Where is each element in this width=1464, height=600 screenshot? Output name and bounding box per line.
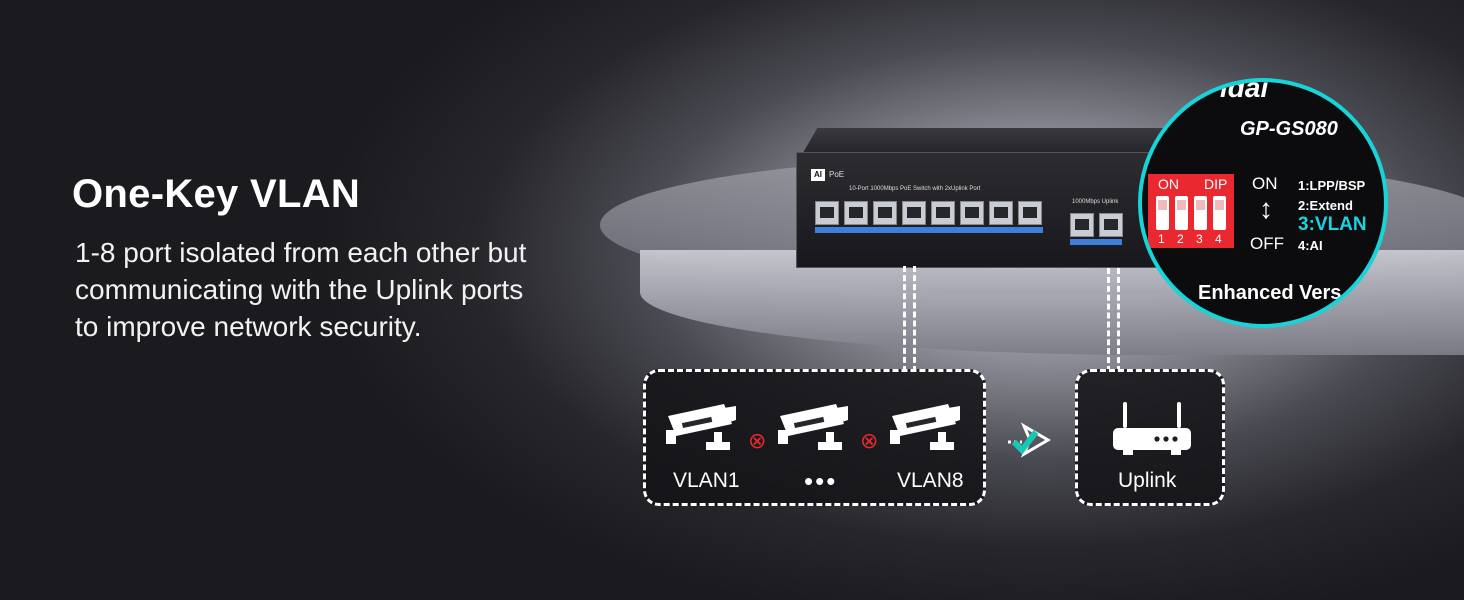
option-1: 1:LPP/BSP	[1298, 178, 1366, 193]
dip-toggle-1	[1156, 196, 1169, 230]
connector-line-left-a	[903, 266, 906, 372]
option-2: 2:Extend	[1298, 198, 1353, 213]
dip-number-1: 1	[1158, 232, 1165, 246]
camera-icon-vlan1	[666, 404, 736, 450]
dip-toggle-2	[1175, 196, 1188, 230]
ethernet-port-8	[1018, 201, 1042, 225]
isolated-x-icon-1: ⊗	[748, 428, 767, 453]
ethernet-port-1	[815, 201, 839, 225]
dip-switch: ON DIP 1 2 3 4	[1148, 174, 1234, 248]
vlan8-label: VLAN8	[897, 469, 964, 492]
dip-toggle-3	[1194, 196, 1207, 230]
uplink-group-label: 1000Mbps Uplink	[1072, 199, 1119, 205]
option-4: 4:AI	[1298, 238, 1323, 253]
port-group-label: 10-Port 1000Mbps PoE Switch with 2xUplin…	[849, 186, 981, 192]
dip-switch-zoom: idai GP-GS080 ON DIP 1 2 3 4 ON ↕ OFF 1:…	[1138, 78, 1388, 328]
vlan-group-box: ⊗ ⊗ VLAN1 ••• VLAN8	[643, 369, 986, 506]
connector-line-left-b	[913, 266, 916, 372]
description-line-2: communicating with the Uplink ports	[75, 274, 524, 305]
port-led-strip	[815, 227, 1043, 233]
connector-line-right-b	[1117, 268, 1120, 372]
ai-badge: AI	[811, 169, 825, 181]
description: 1-8 port isolated from each other but co…	[75, 234, 526, 345]
description-line-3: to improve network security.	[75, 311, 422, 342]
uplink-label: Uplink	[1118, 469, 1177, 492]
dip-label: DIP	[1204, 176, 1228, 192]
camera-icon-middle	[778, 404, 848, 450]
option-3-highlighted: 3:VLAN	[1298, 214, 1367, 235]
ellipsis-label: •••	[804, 466, 838, 496]
ethernet-port-4	[902, 201, 926, 225]
camera-icon-vlan8	[890, 404, 960, 450]
uplink-box: Uplink	[1075, 369, 1225, 506]
description-line-1: 1-8 port isolated from each other but	[75, 237, 527, 268]
up-down-arrow-icon: ↕	[1259, 193, 1273, 224]
ethernet-port-5	[931, 201, 955, 225]
off-label: OFF	[1250, 234, 1284, 253]
dip-on-label: ON	[1158, 176, 1179, 192]
connector-line-right-a	[1107, 268, 1110, 372]
ethernet-port-3	[873, 201, 897, 225]
on-label: ON	[1252, 174, 1278, 193]
enhanced-version-label: Enhanced Vers	[1198, 282, 1342, 304]
brand-logo: idai	[1220, 78, 1269, 103]
communication-arrow-icon	[1008, 422, 1051, 458]
isolated-x-icon-2: ⊗	[860, 428, 879, 453]
dip-toggle-4	[1213, 196, 1226, 230]
poe-label: PoE	[829, 170, 845, 179]
dip-number-4: 4	[1215, 232, 1222, 246]
ethernet-port-2	[844, 201, 868, 225]
uplink-port-9	[1070, 213, 1094, 237]
vlan1-label: VLAN1	[673, 469, 740, 492]
poe-switch-device: AI PoE 10-Port 1000Mbps PoE Switch with …	[796, 152, 1198, 268]
ethernet-port-6	[960, 201, 984, 225]
model-number: GP-GS080	[1240, 118, 1338, 140]
uplink-port-10	[1099, 213, 1123, 237]
dip-number-2: 2	[1177, 232, 1184, 246]
headline: One-Key VLAN	[72, 172, 361, 216]
ethernet-port-7	[989, 201, 1013, 225]
uplink-led-strip	[1070, 239, 1122, 245]
dip-number-3: 3	[1196, 232, 1203, 246]
router-icon	[1113, 402, 1191, 455]
